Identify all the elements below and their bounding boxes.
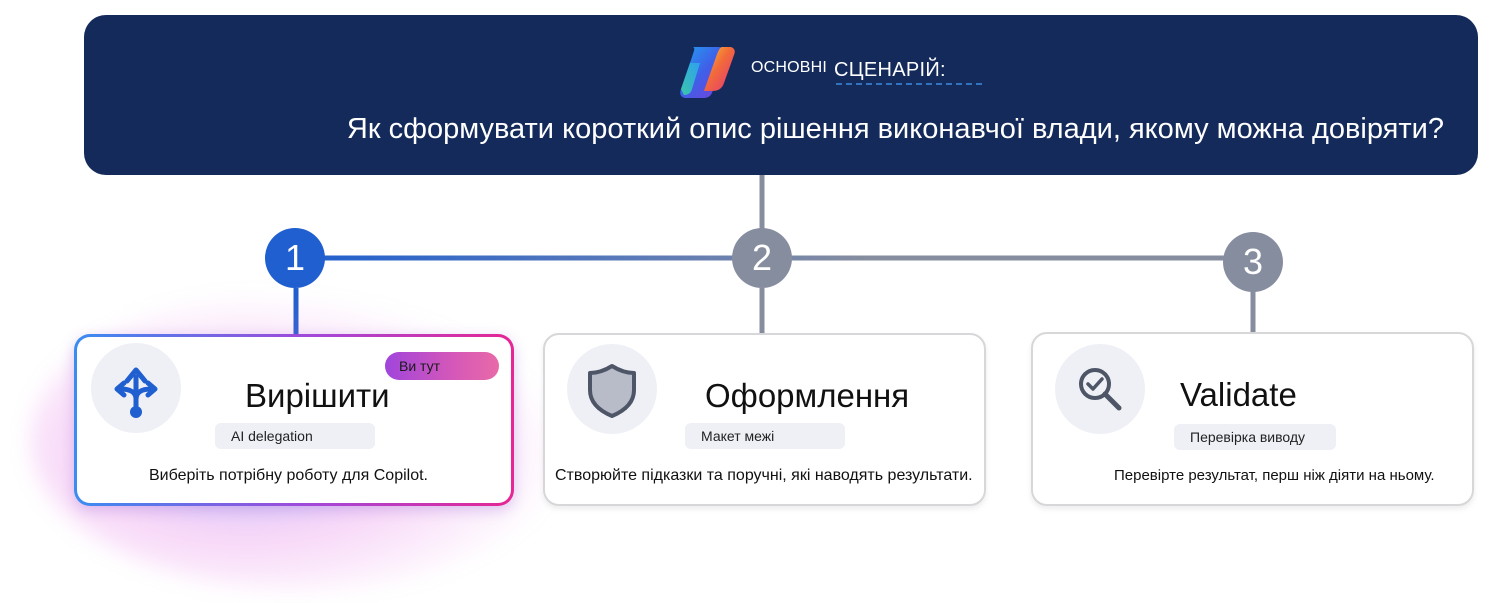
you-are-here-badge: Ви тут [385, 352, 499, 380]
scenario-underline [836, 79, 982, 85]
card-chip: AI delegation [215, 423, 375, 449]
step-1-number: 1 [265, 228, 325, 288]
card-title: Validate [1180, 376, 1297, 413]
split-arrows-icon [114, 367, 158, 418]
step-3-number: 3 [1223, 232, 1283, 292]
core-label: ОСНОВНІ [751, 59, 828, 76]
card-description: Перевірте результат, перш ніж діяти на н… [1114, 467, 1435, 484]
shield-icon [588, 364, 636, 418]
copilot-logo-icon [680, 47, 735, 98]
scenario-label: СЦЕНАРІЙ: [834, 59, 946, 81]
icon-circle [567, 344, 657, 434]
search-check-icon [1079, 368, 1122, 411]
card-title: Оформлення [705, 377, 910, 414]
step-2-number: 2 [732, 228, 792, 288]
card-chip: Перевірка виводу [1174, 424, 1336, 450]
step-card-validate[interactable]: Validate Перевірка виводу Перевірте резу… [1031, 332, 1474, 506]
scenario-question: Як сформувати короткий опис рішення вико… [346, 113, 1444, 145]
card-chip: Макет межі [685, 423, 845, 449]
icon-circle [1055, 344, 1145, 434]
icon-circle [91, 343, 181, 433]
scenario-banner: ОСНОВНІ СЦЕНАРІЙ: Як сформувати короткий… [84, 15, 1478, 175]
card-description: Виберіть потрібну роботу для Copilot. [149, 467, 428, 484]
step-card-decide[interactable]: Ви тут Вирішити AI delegation Виберіть п… [74, 334, 514, 506]
card-description: Створюйте підказки та поручні, які навод… [555, 467, 973, 484]
card-title: Вирішити [245, 377, 390, 414]
step-card-design[interactable]: Оформлення Макет межі Створюйте підказки… [543, 333, 986, 506]
